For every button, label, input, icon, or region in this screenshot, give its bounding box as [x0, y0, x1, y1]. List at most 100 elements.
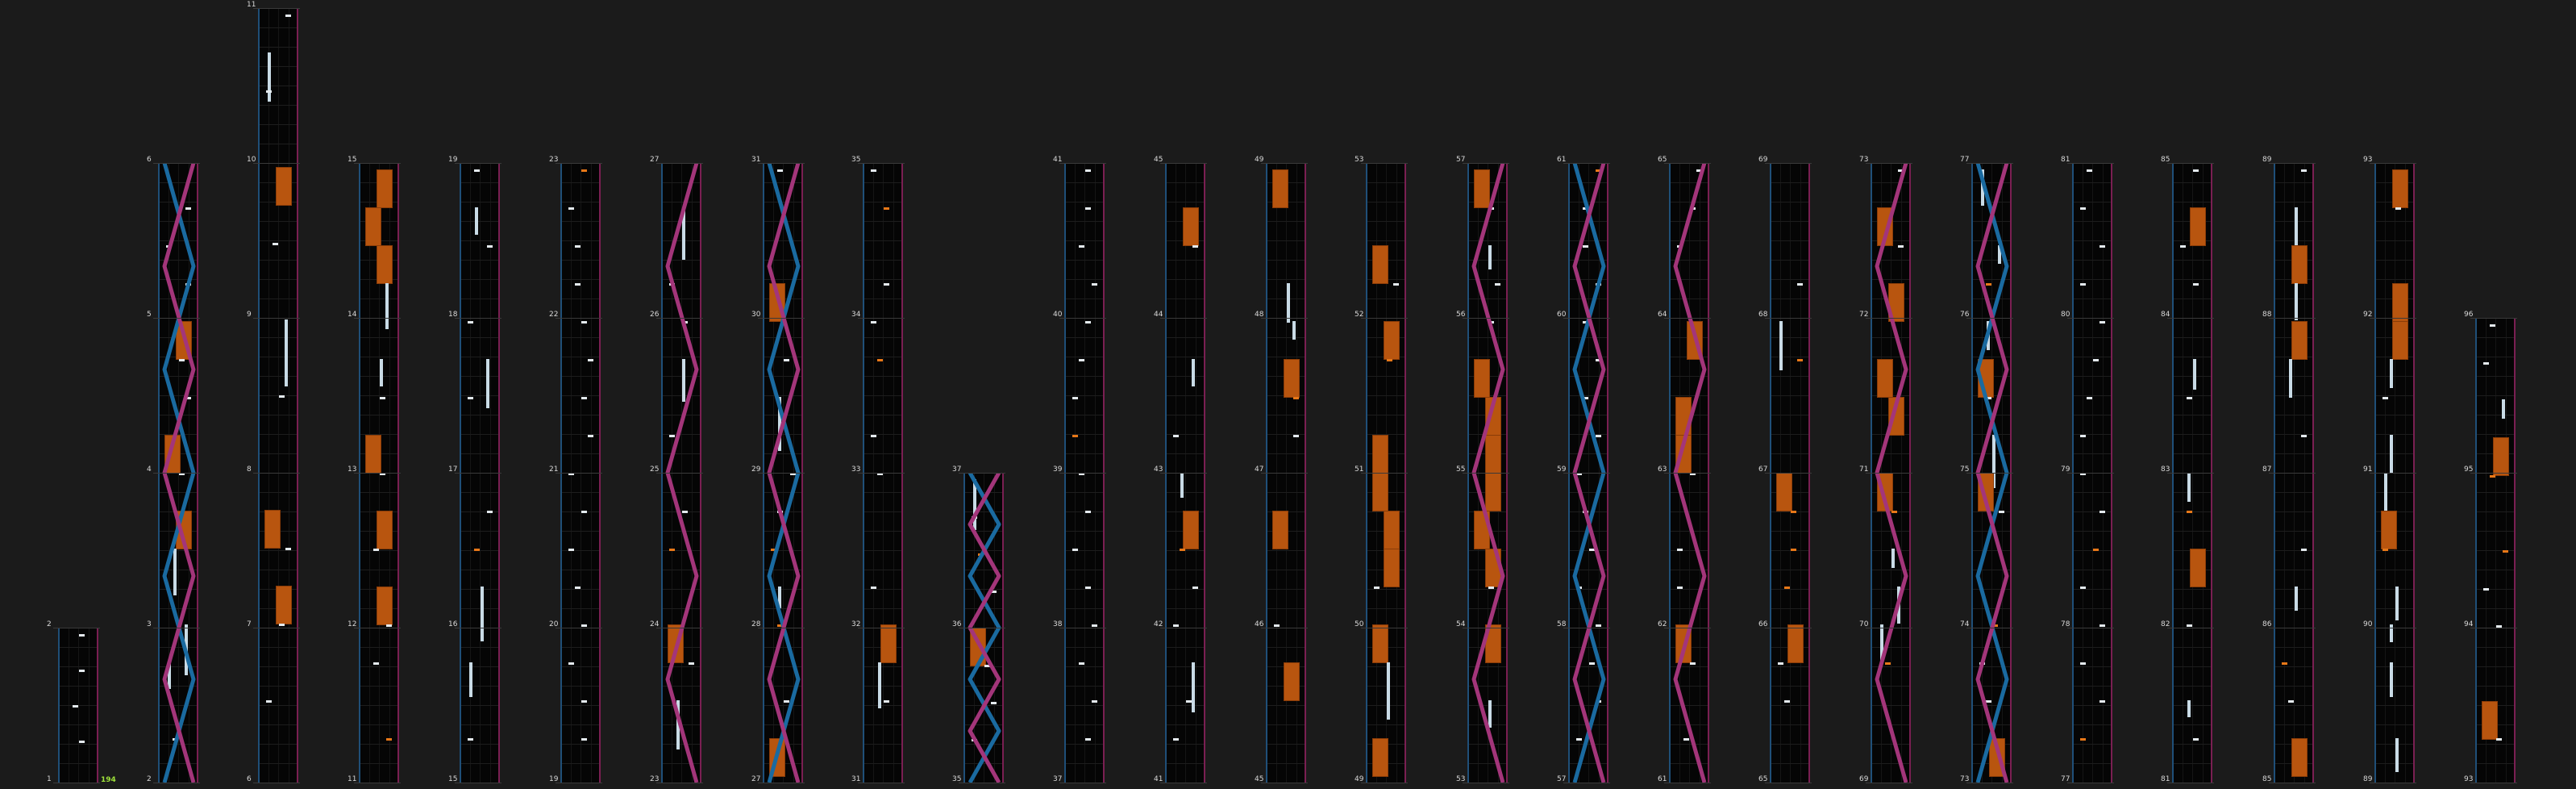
measure-number: 13	[347, 465, 357, 474]
beat-line	[963, 666, 1004, 667]
beat-line	[2274, 705, 2314, 706]
beat-line	[1467, 260, 1508, 261]
measure-number: 61	[1658, 775, 1667, 783]
box-note	[1272, 169, 1288, 208]
measure-divider	[1160, 163, 1207, 164]
beat-line	[863, 492, 903, 493]
beat-line	[359, 434, 399, 435]
beat-line	[1971, 589, 2012, 590]
beat-line	[763, 686, 803, 687]
beat-line	[2274, 647, 2314, 648]
measure-number: 34	[851, 311, 861, 319]
measure-number: 68	[1758, 311, 1768, 319]
hold-note	[1779, 321, 1783, 371]
beat-line	[158, 260, 198, 261]
beat-line	[158, 434, 198, 435]
beat-line	[1971, 260, 2012, 261]
tap-note	[884, 283, 889, 286]
beat-line	[1266, 724, 1306, 725]
measure-number: 32	[851, 620, 861, 628]
measure-number: 2	[147, 775, 152, 783]
beat-line	[1568, 744, 1608, 745]
measure-divider	[455, 318, 501, 319]
hold-note	[486, 359, 489, 408]
measure-divider	[1765, 163, 1812, 164]
tap-note	[1677, 587, 1683, 589]
measure-divider	[1765, 473, 1812, 474]
beat-line	[2172, 608, 2212, 609]
beat-line	[2072, 724, 2112, 725]
hold-note	[1180, 473, 1184, 498]
beat-line	[1669, 260, 1709, 261]
beat-line	[1871, 453, 1911, 454]
beat-line	[158, 298, 198, 299]
beat-line	[258, 66, 298, 67]
beat-line	[258, 240, 298, 241]
beat-line	[258, 337, 298, 338]
tap-note	[581, 321, 587, 324]
measure-number: 30	[751, 311, 761, 319]
beat-line	[2475, 763, 2516, 764]
beat-line	[1568, 434, 1608, 435]
beat-line	[2072, 395, 2112, 396]
beat-line	[2274, 376, 2314, 377]
beat-line	[460, 279, 500, 280]
box-note	[1384, 511, 1400, 549]
beat-line	[1770, 376, 1810, 377]
tap-note	[1986, 397, 1991, 399]
measure-number: 23	[650, 775, 660, 783]
beat-line	[763, 279, 803, 280]
beat-line	[2274, 608, 2314, 609]
beat-line	[1366, 666, 1406, 667]
beat-line	[863, 279, 903, 280]
box-note	[2493, 437, 2509, 476]
beat-line	[2274, 511, 2314, 512]
beat-line	[1871, 647, 1911, 648]
beat-line	[763, 434, 803, 435]
beat-line	[1770, 260, 1810, 261]
beat-line	[963, 686, 1004, 687]
measure-number: 67	[1758, 465, 1768, 474]
measure-number: 1	[47, 775, 52, 783]
beat-line	[1568, 763, 1608, 764]
tap-note	[2080, 207, 2086, 210]
measure-number: 46	[1255, 620, 1264, 628]
beat-line	[661, 511, 701, 512]
tap-note	[1293, 397, 1299, 399]
beat-line	[158, 744, 198, 745]
tap-note	[581, 397, 587, 399]
tap-note	[871, 435, 876, 437]
beat-line	[258, 395, 298, 396]
beat-line	[2274, 724, 2314, 725]
beat-line	[1165, 705, 1205, 706]
beat-line	[1064, 705, 1105, 706]
measure-number: 84	[2161, 311, 2170, 319]
tap-note	[1791, 549, 1796, 551]
measure-number: 72	[1859, 311, 1869, 319]
beat-line	[763, 705, 803, 706]
beat-line	[158, 608, 198, 609]
beat-line	[1064, 647, 1105, 648]
measure-divider	[1664, 163, 1711, 164]
beat-line	[1871, 686, 1911, 687]
beat-line	[460, 608, 500, 609]
hold-note	[1192, 359, 1195, 386]
beat-line	[1366, 705, 1406, 706]
measure-divider	[1866, 473, 1912, 474]
measure-number: 18	[448, 311, 458, 319]
measure-divider	[2370, 473, 2416, 474]
beat-line	[1064, 608, 1105, 609]
beat-line	[2172, 686, 2212, 687]
measure-number: 83	[2161, 465, 2170, 474]
measure-number: 20	[549, 620, 559, 628]
beat-line	[2072, 279, 2112, 280]
measure-divider	[153, 318, 200, 319]
beat-line	[258, 124, 298, 125]
tap-note	[79, 670, 85, 672]
beat-line	[560, 511, 601, 512]
beat-line	[1568, 608, 1608, 609]
beat-line	[863, 434, 903, 435]
beat-line	[1366, 298, 1406, 299]
measure-number: 40	[1053, 311, 1063, 319]
beat-line	[560, 221, 601, 222]
